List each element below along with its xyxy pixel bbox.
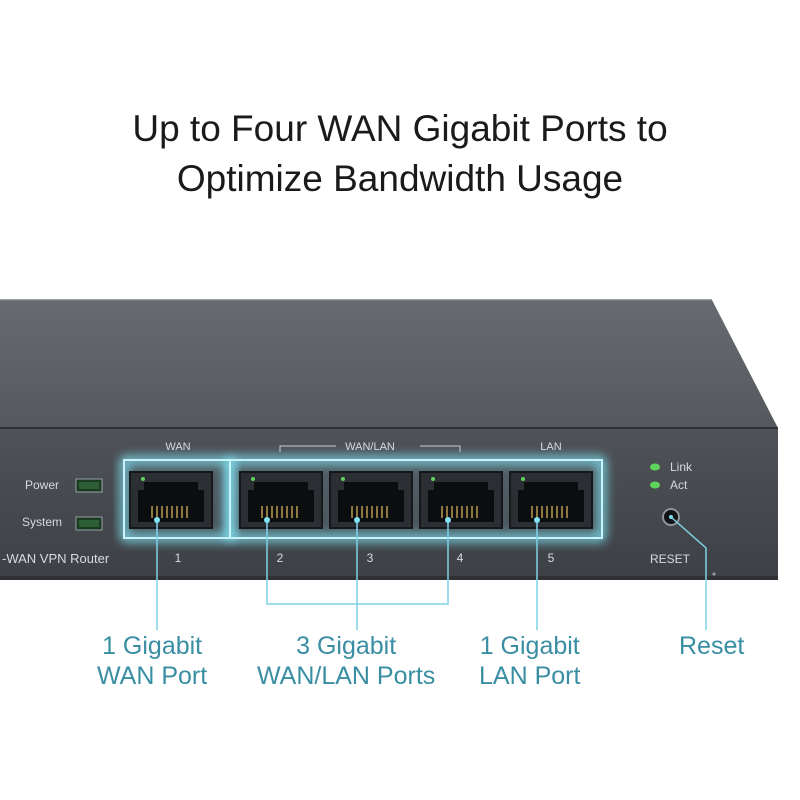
lan-callout-line-1: 1 Gigabit bbox=[479, 632, 580, 660]
system-label: System bbox=[22, 515, 62, 529]
port-3 bbox=[329, 471, 413, 529]
chassis-top bbox=[0, 300, 778, 428]
wan-lan-callout-line-1: 3 Gigabit bbox=[296, 632, 397, 660]
model-label: -WAN VPN Router bbox=[2, 551, 110, 566]
port-number-3: 3 bbox=[367, 551, 374, 565]
wan-group-label: WAN bbox=[165, 441, 190, 453]
headline-line-1: Up to Four WAN Gigabit Ports to bbox=[132, 108, 668, 149]
wan-callout-line-2: WAN Port bbox=[97, 662, 208, 690]
wan-callout-line-1: 1 Gigabit bbox=[102, 632, 203, 660]
link-label: Link bbox=[670, 460, 693, 474]
wan-lan-bracket bbox=[279, 445, 461, 452]
port-number-1: 1 bbox=[175, 551, 182, 565]
port-number-2: 2 bbox=[277, 551, 284, 565]
wan-lan-callout-line-2: WAN/LAN Ports bbox=[257, 662, 436, 690]
act-label: Act bbox=[670, 478, 688, 492]
port-1 bbox=[129, 471, 213, 529]
reset-callout: Reset bbox=[679, 631, 744, 661]
headline: Up to Four WAN Gigabit Ports to Optimize… bbox=[0, 104, 800, 204]
port-4 bbox=[419, 471, 503, 529]
port-number-5: 5 bbox=[548, 551, 555, 565]
wan-port-callout: 1 Gigabit WAN Port bbox=[97, 631, 207, 691]
wan-lan-leader bbox=[266, 520, 449, 630]
reset-label: RESET bbox=[650, 552, 691, 566]
reset-leader bbox=[670, 516, 707, 630]
lan-port-callout: 1 Gigabit LAN Port bbox=[479, 631, 580, 691]
port-2 bbox=[239, 471, 323, 529]
power-label: Power bbox=[25, 478, 59, 492]
wan-lan-ports-callout: 3 Gigabit WAN/LAN Ports bbox=[257, 631, 435, 691]
link-led bbox=[650, 463, 660, 471]
lan-group-label: LAN bbox=[540, 441, 561, 453]
wan-lan-group-label: WAN/LAN bbox=[345, 441, 395, 453]
port-5 bbox=[509, 471, 593, 529]
port-number-4: 4 bbox=[457, 551, 464, 565]
act-led bbox=[650, 481, 660, 489]
reset-callout-line-1: Reset bbox=[679, 632, 745, 660]
headline-line-2: Optimize Bandwidth Usage bbox=[176, 158, 624, 199]
lan-callout-line-2: LAN Port bbox=[479, 662, 581, 690]
